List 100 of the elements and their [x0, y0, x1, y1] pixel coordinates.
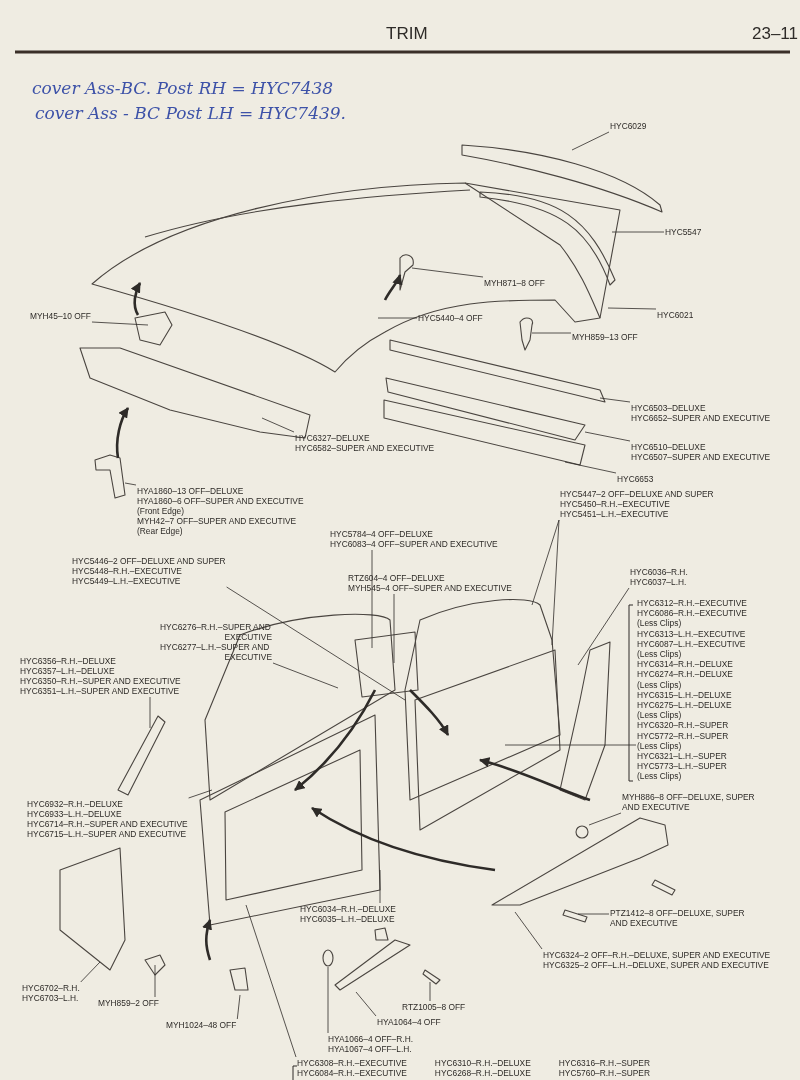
callout-text: HYC5448–R.H.–EXECUTIVE: [72, 566, 183, 576]
callout-text: HYC6083–4 OFF–SUPER AND EXECUTIVE: [330, 539, 498, 549]
callout-text: HYC5784–4 OFF–DELUXE: [330, 529, 434, 539]
callout-text: HYC6321–L.H.–SUPER: [637, 751, 728, 762]
callout-text: MYH545–4 OFF–SUPER AND EXECUTIVE: [348, 583, 512, 593]
callout-text: HYA1860–6 OFF–SUPER AND EXECUTIVE: [137, 496, 304, 506]
callout-text: HYC5772–R.H.–SUPER: [637, 730, 730, 741]
handwritten-note: cover Ass-BC. Post RH = HYC7438: [32, 78, 334, 98]
callout-text: MYH871–8 OFF: [484, 278, 545, 288]
callout-text: HYC5446–2 OFF–DELUXE AND SUPER: [72, 556, 226, 566]
leader-line: [588, 812, 622, 826]
callout-text: HYC5547: [665, 227, 702, 237]
callout-text: HYC6308–R.H.–EXECUTIVE: [297, 1058, 407, 1068]
callout-text: (Less Clips): [637, 679, 683, 690]
leader-line: [154, 964, 156, 998]
clip-part: [322, 949, 334, 967]
callout-text: HYC6268–R.H.–DELUXE: [434, 1068, 531, 1078]
callout-text: HYC6702–R.H.: [22, 983, 80, 993]
callout-text: HYC6714–R.H.–SUPER AND EXECUTIVE: [27, 819, 188, 829]
callout-text: HYC6507–SUPER AND EXECUTIVE: [631, 452, 771, 462]
callout-text: HYC6035–L.H.–DELUXE: [300, 914, 396, 924]
callout-text: HYC6653: [617, 474, 654, 484]
callout-text: HYC6313–L.H.–EXECUTIVE: [637, 628, 747, 639]
leader-line: [272, 662, 339, 689]
leader-line: [393, 593, 395, 664]
callout-text: HYC6029: [610, 121, 647, 131]
callout-text: HYC6087–L.H.–EXECUTIVE: [637, 638, 747, 649]
callout-text: HYA1064–4 OFF: [377, 1017, 441, 1027]
callout-text: HYC6652–SUPER AND EXECUTIVE: [631, 413, 771, 423]
callout-text: MYH1024–48 OFF: [166, 1020, 237, 1030]
callout-text: HYC6510–DELUXE: [631, 442, 707, 452]
callout-text: MYH42–7 OFF–SUPER AND EXECUTIVE: [137, 516, 298, 526]
callout-text: (Less Clips): [637, 771, 683, 782]
callout-text: HYC6932–R.H.–DELUXE: [27, 799, 124, 809]
leader-line: [531, 332, 572, 334]
callout-text: HYC6021: [657, 310, 694, 320]
leader-line: [584, 431, 631, 442]
leader-line: [379, 869, 381, 904]
callout-text: PTZ1412–8 OFF–DELUXE, SUPER AND EXECUTIVE: [610, 908, 746, 928]
leader-line: [577, 913, 610, 915]
callout-text: (Less Clips): [637, 649, 683, 660]
callout-text: HYC6582–SUPER AND EXECUTIVE: [295, 443, 435, 453]
handwritten-note: cover Ass - BC Post LH = HYC7439.: [35, 103, 346, 123]
leader-line: [355, 991, 377, 1017]
callout-text: HYC6034–R.H.–DELUXE: [300, 904, 396, 914]
callout-text: HYC6036–R.H.: [630, 567, 688, 577]
callout-text: HYC6310–R.H.–DELUXE: [434, 1058, 531, 1068]
callout-text: HYC6933–L.H.–DELUXE: [27, 809, 123, 819]
callout-text: HYC6275–L.H.–DELUXE: [637, 700, 733, 711]
callout-text: HYC6703–L.H.: [22, 993, 80, 1003]
callout-text: MYH859–13 OFF: [572, 332, 638, 342]
callout-text: MYH45–10 OFF: [30, 311, 91, 321]
callout-text: RTZ1005–8 OFF: [402, 1002, 466, 1012]
leader-line: [91, 321, 149, 326]
leader-line: [411, 267, 484, 278]
callout-text: HYA1860–13 OFF–DELUXE: [137, 486, 245, 496]
leader-line: [80, 961, 101, 983]
callout-text: HYC6356–R.H.–DELUXE: [20, 656, 117, 666]
callout-text: (Less Clips): [637, 618, 683, 629]
callout-text: (Less Clips): [637, 710, 683, 721]
callout-text: HYC5447–2 OFF–DELUXE AND SUPER: [560, 489, 714, 499]
leader-line: [611, 231, 665, 233]
callout-text: RTZ604–4 OFF–DELUXE: [348, 573, 446, 583]
leader-line: [607, 307, 657, 310]
leader-line: [236, 994, 241, 1020]
leader-line: [327, 966, 329, 1034]
callout-text: HYC5450–R.H.–EXECUTIVE: [560, 499, 671, 509]
callout-text: HYC6715–L.H.–SUPER AND EXECUTIVE: [27, 829, 188, 839]
callout-text: HYC6327–DELUXE: [295, 433, 371, 443]
callout-text: HYC5440–4 OFF: [418, 313, 483, 323]
callout-text: HYC6037–L.H.: [630, 577, 688, 587]
callout-text: HYC6351–L.H.–SUPER AND EXECUTIVE: [20, 686, 181, 696]
callout-text: HYC6325–2 OFF–L.H.–DELUXE, SUPER AND EXECUTIVE: [543, 960, 770, 970]
page-title: TRIM: [386, 24, 428, 44]
callout-text: HYC6503–DELUXE: [631, 403, 707, 413]
callout-text: (Front Edge): [137, 506, 185, 516]
callout-text: HYC6324–2 OFF–R.H.–DELUXE, SUPER AND EXECUTIVE: [543, 950, 771, 960]
callout-text: HYC5451–L.H.–EXECUTIVE: [560, 509, 670, 519]
leader-line: [577, 587, 630, 666]
callout-text: (Less Clips): [637, 740, 683, 752]
leader-line: [571, 131, 610, 151]
leader-line: [188, 789, 213, 799]
leader-line: [551, 519, 560, 646]
page-number: 23–11: [752, 24, 798, 44]
callout-text: HYC6315–L.H.–DELUXE: [637, 689, 733, 701]
leader-line: [377, 317, 418, 319]
leader-line: [226, 586, 406, 701]
callout-text: (Rear Edge): [137, 526, 184, 536]
callout-text: HYC6357–L.H.–DELUXE: [20, 666, 116, 676]
callout-text: HYC5449–L.H.–EXECUTIVE: [72, 576, 182, 586]
leader-line: [371, 549, 373, 649]
callout-text: HYC6350–R.H.–SUPER AND EXECUTIVE: [20, 676, 181, 686]
callout-text: HYC5760–R.H.–SUPER: [558, 1068, 650, 1078]
leader-line: [149, 696, 151, 729]
leader-line: [261, 417, 295, 433]
callout-text: MYH859–2 OFF: [98, 998, 159, 1008]
callout-text: HYC6274–R.H.–DELUXE: [637, 669, 734, 680]
callout-text: HYC6086–R.H.–EXECUTIVE: [637, 608, 747, 619]
leader-line: [564, 461, 617, 474]
callout-text: MYH886–8 OFF–DELUXE, SUPER AND EXECUTIVE: [622, 792, 756, 812]
